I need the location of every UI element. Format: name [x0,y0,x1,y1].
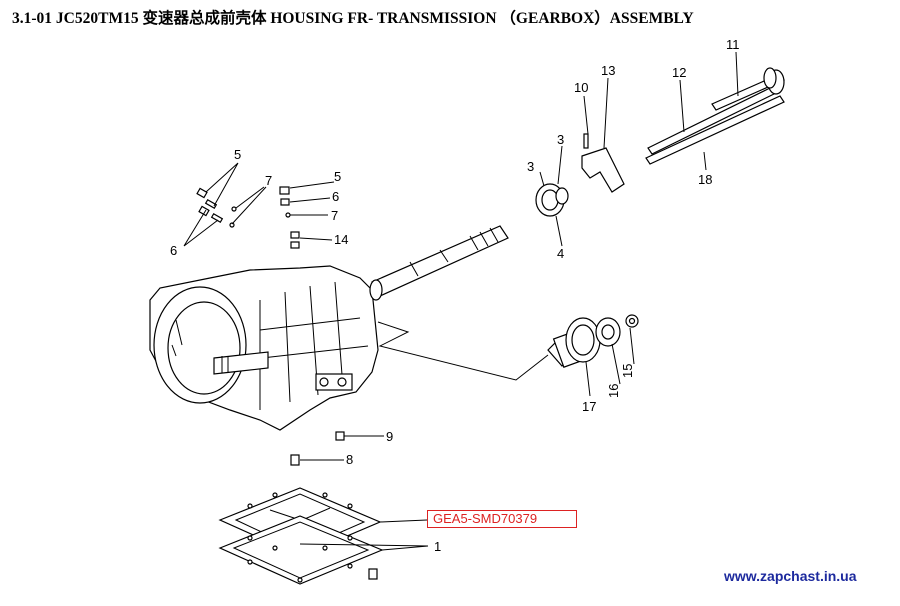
bearing [535,183,569,217]
callout-12: 12 [672,65,686,80]
callout-5-right: 5 [334,169,341,184]
output-shaft [369,225,509,301]
shift-rails [645,67,785,165]
shift-fork [581,133,625,193]
oil-pan-assembly [218,487,384,585]
callout-3-top: 3 [557,132,564,147]
leader-lines [183,51,739,551]
callout-1: 1 [434,539,441,554]
fasteners-middle [279,186,300,249]
callout-17: 17 [582,399,596,414]
counter-gear-assembly [547,314,639,368]
callout-labels: 5 7 6 5 6 7 14 3 3 4 10 13 12 11 18 9 8 … [170,37,740,554]
callout-7-right: 7 [331,208,338,223]
part-code-label: GEA5-SMD70379 [427,510,577,528]
input-shaft [213,351,269,375]
callout-14: 14 [334,232,348,247]
callout-6-right: 6 [332,189,339,204]
callout-9: 9 [386,429,393,444]
callout-8: 8 [346,452,353,467]
callout-10: 10 [574,80,588,95]
callout-5-left: 5 [234,147,241,162]
callout-15: 15 [620,364,635,378]
callout-13: 13 [601,63,615,78]
callout-11: 11 [726,37,740,52]
callout-7-left: 7 [265,173,272,188]
callout-18: 18 [698,172,712,187]
diagram-title: 3.1-01 JC520TM15 变速器总成前壳体 HOUSING FR- TR… [12,10,694,27]
callout-3-left: 3 [527,159,534,174]
watermark-url: www.zapchast.in.ua [724,568,857,584]
callout-4: 4 [557,246,564,261]
callout-16: 16 [606,384,621,398]
fasteners-left [196,187,237,228]
transmission-housing [149,265,379,431]
callout-6-left: 6 [170,243,177,258]
